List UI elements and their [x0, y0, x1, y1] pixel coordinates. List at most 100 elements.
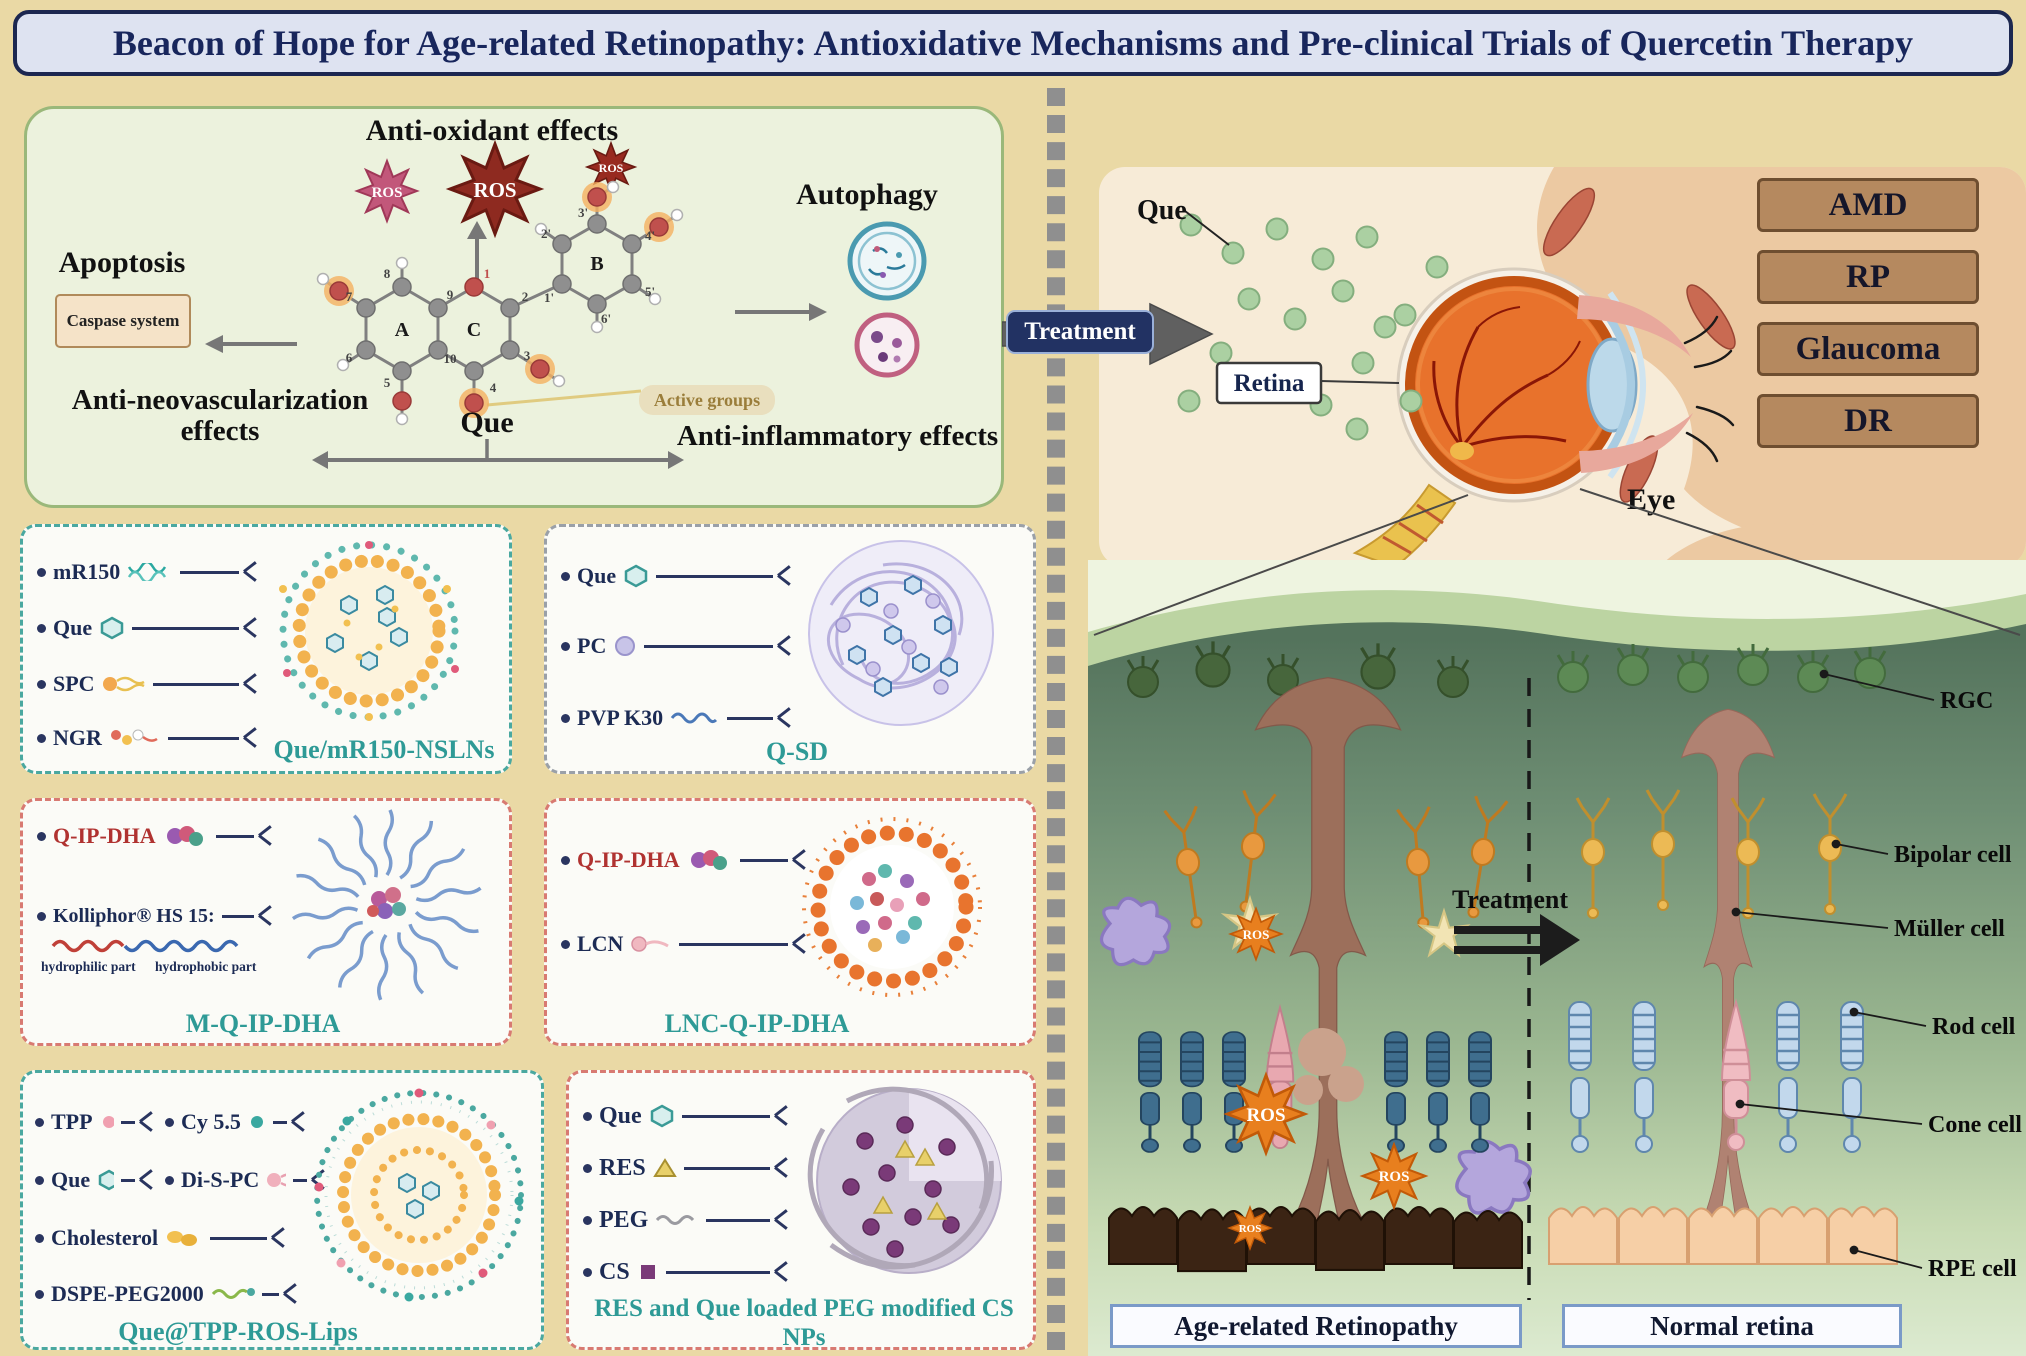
formulation-name: Que@TPP-ROS-Lips	[118, 1317, 358, 1346]
section-divider	[1047, 88, 1065, 1350]
rod-cell-label: Rod cell	[1932, 1014, 2016, 1040]
formulation-name: RES and Que loaded PEG modified CS NPs	[594, 1295, 1014, 1351]
retina-label: Retina	[1234, 370, 1305, 397]
cornea	[1598, 304, 1635, 466]
legend-label: Que	[53, 615, 93, 640]
legend-label: Que	[51, 1167, 91, 1192]
formulation-name: LNC-Q-IP-DHA	[664, 1009, 850, 1038]
formulation-name: Que/mR150-NSLNs	[273, 735, 495, 764]
svg-text:3: 3	[524, 348, 531, 363]
carbon-atoms	[356, 214, 642, 381]
rpe-layer-normal	[1548, 1206, 1898, 1265]
antioxidant-heading: Anti-oxidant effects	[365, 114, 619, 147]
svg-text:4': 4'	[645, 228, 655, 243]
lipid-tail-icon	[631, 936, 670, 952]
quercetin-hexagon-icon	[650, 1104, 673, 1128]
ring-c-label: C	[467, 319, 481, 341]
micelle-illustration	[290, 808, 483, 1002]
atom-numbers: 1 2 3 4 5 6 7 8 9 10 1' 2' 3' 4' 5' 6'	[346, 205, 655, 395]
normal-retina-caption: Normal retina	[1562, 1304, 1902, 1348]
retina-comparison-panel: ROS ROS ROS ROS Treatment	[1088, 560, 2026, 1356]
formulation-panel-lnc: Q-IP-DHA LCN LNC-Q-IP-DHA	[544, 798, 1036, 1046]
active-groups-tag: Active groups	[639, 385, 775, 415]
formulation-name: M-Q-IP-DHA	[185, 1009, 341, 1038]
legend-label: PC	[577, 633, 607, 658]
hydrogen-atoms	[316, 180, 684, 426]
legend-label: PEG	[599, 1206, 649, 1233]
resveratrol-triangle-icon	[652, 1158, 677, 1177]
tpp-dot-icon	[102, 1116, 114, 1128]
bipolar-cells-normal	[1575, 788, 1848, 920]
disease-box-glaucoma: Glaucoma	[1757, 322, 1979, 376]
legend-label: Que	[599, 1102, 642, 1129]
formulation-panel-csnp: Que RES PEG CS RES and Que loaded PEG mo…	[566, 1070, 1036, 1351]
arrow-left-icon	[205, 335, 297, 353]
hydrophobic-label: hydrophobic part	[155, 959, 257, 974]
svg-text:9: 9	[447, 287, 454, 302]
cholesterol-icon	[167, 1231, 198, 1246]
ros-text: ROS	[1246, 1105, 1285, 1126]
legend-label: PVP K30	[577, 705, 664, 730]
autophagosome-icon	[847, 221, 927, 378]
formulation-panel-tpp-lips: TPP Cy 5.5 Que Di-S-PC Cholesterol DSPE-…	[20, 1070, 544, 1350]
cy55-dot-icon	[250, 1116, 263, 1128]
formulation-panel-nslns: mR150 Que SPC NGR Que/mR150-NSLNs	[20, 524, 512, 774]
que-label: Que	[460, 406, 514, 439]
chitosan-square-icon	[640, 1265, 655, 1279]
disease-box-amd: AMD	[1757, 178, 1979, 232]
quercetin-hexagon-icon	[624, 564, 648, 588]
pc-circle-icon	[615, 636, 636, 656]
formulation-name: Q-SD	[765, 737, 829, 766]
svg-text:2: 2	[522, 289, 529, 304]
retinal-vessels	[1432, 306, 1581, 449]
ros-bursts-retina: ROS ROS ROS ROS	[1225, 907, 1427, 1250]
ros-text: ROS	[1239, 1223, 1262, 1235]
caspase-system-box: Caspase system	[55, 294, 191, 348]
oxygen-atoms	[329, 187, 669, 413]
phospholipid-icon	[267, 1173, 286, 1187]
quercetin-particles	[1177, 213, 1449, 441]
diseased-retina-caption: Age-related Retinopathy	[1110, 1304, 1522, 1348]
svg-text:4: 4	[490, 380, 497, 395]
disease-box-dr: DR	[1757, 394, 1979, 448]
formulation-panel-micelle: Q-IP-DHA Kolliphor® HS 15: hydrophilic p…	[20, 798, 512, 1046]
arrow-right-icon	[735, 303, 827, 321]
qipdha-cluster-icon	[690, 850, 727, 870]
normal-retina	[1548, 642, 1898, 1265]
svg-text:1: 1	[484, 266, 491, 281]
upper-eyelid	[1577, 295, 1691, 357]
que-particles-label: Que	[1137, 195, 1187, 226]
legend-label: Q-IP-DHA	[53, 823, 156, 848]
lnc-nanocapsule-illustration	[802, 817, 982, 997]
cell-labels: RGC Bipolar cell Müller cell Rod cell Co…	[1894, 688, 2022, 1282]
legend-label: SPC	[53, 671, 95, 696]
legend-label: mR150	[53, 559, 121, 584]
rod-cells-normal	[1567, 1000, 1865, 1154]
svg-text:7: 7	[346, 289, 353, 304]
muller-cell-label: Müller cell	[1894, 916, 2005, 942]
legend-label: Q-IP-DHA	[577, 847, 680, 872]
eyeball-cross-section	[1396, 267, 1646, 503]
double-arrow-icon	[312, 439, 684, 469]
lens	[1586, 337, 1638, 433]
tpp-liposome-illustration	[314, 1088, 524, 1302]
page-title: Beacon of Hope for Age-related Retinopat…	[112, 23, 1914, 63]
svg-text:2': 2'	[541, 226, 551, 241]
rpe-cell-label: RPE cell	[1928, 1256, 2017, 1282]
ros-text: ROS	[599, 161, 624, 175]
ros-text: ROS	[1379, 1169, 1410, 1185]
phospholipid-icon	[102, 676, 145, 692]
legend-label: CS	[599, 1258, 630, 1285]
svg-text:10: 10	[444, 351, 457, 366]
disease-box-rp: RP	[1757, 250, 1979, 304]
treatment-arrow-label: Treatment	[1006, 310, 1154, 354]
dna-icon	[128, 563, 167, 581]
peg-squiggle-icon	[656, 1215, 695, 1225]
cone-cell-label: Cone cell	[1928, 1112, 2022, 1138]
formulation-panel-qsd: Que PC PVP K30 Q-SD	[544, 524, 1036, 774]
ring-b-label: B	[590, 253, 603, 275]
svg-text:6': 6'	[601, 311, 611, 326]
svg-text:5: 5	[384, 375, 391, 390]
quercetin-hexagon-icon	[98, 1169, 114, 1191]
quercetin-molecule: A C B 1 2 3 4 5 6 7 8 9 10 1' 2' 3' 4' 5…	[316, 180, 684, 426]
